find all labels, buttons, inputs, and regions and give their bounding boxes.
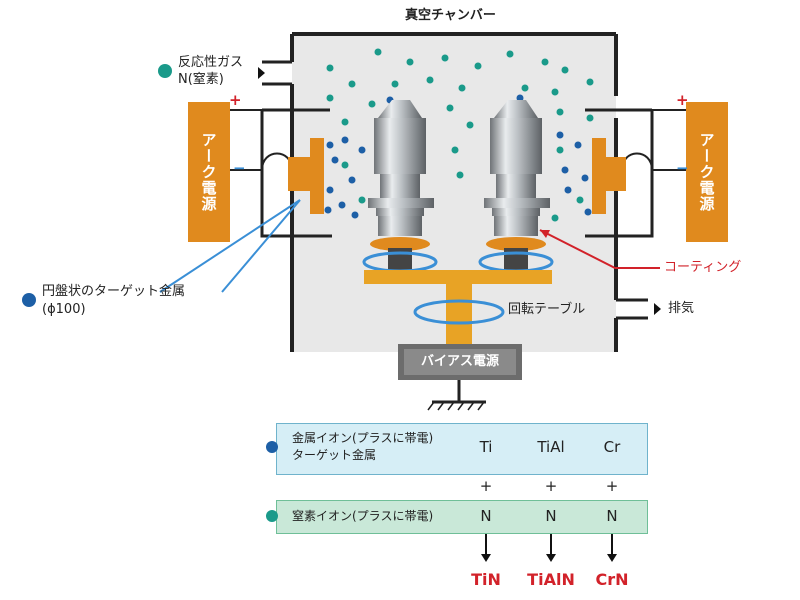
right-minus-terminal: − (676, 159, 689, 177)
reactive-gas-label: 反応性ガス (178, 55, 244, 70)
left-minus-terminal: − (233, 159, 246, 177)
coating-label: コーティング (664, 260, 742, 275)
nitrogen-legend-dot (158, 64, 172, 78)
product-arrowheads (481, 554, 617, 562)
metal-ion-label: 金属イオン(プラスに帯電) (292, 431, 434, 445)
left-plus-terminal: + (229, 91, 242, 109)
nitrogen-value-1: N (480, 507, 492, 525)
metal-ion-dot (266, 441, 278, 453)
right-tool (484, 100, 550, 270)
product-arrows (485, 532, 613, 556)
exhaust-label: 排気 (668, 301, 695, 316)
rotary-table-label: 回転テーブル (508, 302, 586, 317)
nitrogen-ion-label: 窒素イオン(プラスに帯電) (292, 509, 434, 523)
exhaust-arrow (654, 303, 661, 315)
metal-value-2: TiAl (537, 438, 565, 456)
chamber-title: 真空チャンバー (405, 8, 496, 23)
target-metal-row-label: ターゲット金属 (292, 448, 377, 462)
target-metal-label: 円盤状のターゲット金属 (42, 284, 186, 299)
nitrogen-value-2: N (545, 507, 557, 525)
rotary-table (364, 270, 552, 348)
nitrogen-value-3: N (606, 507, 618, 525)
right-arc-power: アーク電源 (686, 102, 728, 242)
target-metal-size: (ϕ100) (42, 302, 86, 317)
plus-1: + (479, 477, 493, 495)
gas-inlet-arrow (258, 67, 265, 79)
bias-power-unit (398, 344, 522, 411)
coating-arrowhead (540, 230, 550, 238)
metal-ion-panel (276, 423, 648, 475)
left-arc-power: アーク電源 (188, 102, 230, 242)
nitrogen-particles (326, 48, 594, 222)
right-arc-circuit (592, 109, 686, 214)
bias-power-label: バイアス電源 (420, 354, 499, 369)
product-2: TiAlN (527, 570, 575, 589)
metal-ion-particles (324, 94, 592, 219)
metal-value-3: Cr (603, 438, 621, 456)
plus-3: + (605, 477, 619, 495)
nitrogen-ion-dot (266, 510, 278, 522)
right-plus-terminal: + (676, 91, 689, 109)
product-1: TiN (471, 570, 501, 589)
left-arc-circuit (230, 109, 324, 214)
left-tool (368, 100, 434, 270)
product-3: CrN (595, 570, 629, 589)
metal-legend-dot (22, 293, 36, 307)
metal-value-1: Ti (479, 438, 493, 456)
target-leader-line-2 (221, 199, 301, 293)
plus-2: + (544, 477, 558, 495)
nitrogen-ion-panel (276, 500, 648, 534)
coating-leader-line (539, 229, 660, 269)
target-leader-line (159, 199, 301, 293)
reactive-gas-sub-label: N(窒素) (178, 72, 224, 87)
